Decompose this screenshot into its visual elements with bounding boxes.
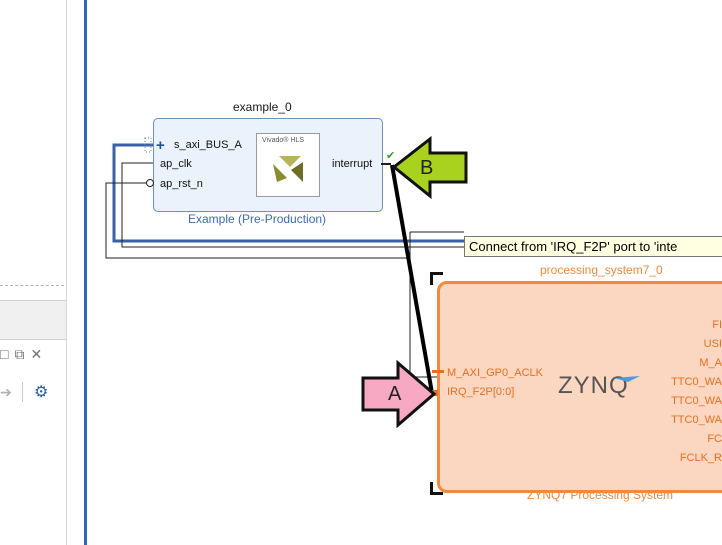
zynq-swoosh-icon — [614, 376, 640, 382]
port-right[interactable]: FC — [707, 433, 722, 445]
block-title: example_0 — [233, 100, 292, 114]
left-panel — [0, 0, 67, 545]
clk-wire — [121, 162, 464, 248]
port-right[interactable]: USI — [703, 338, 722, 350]
interrupt-pin[interactable] — [381, 163, 391, 165]
port-right[interactable]: TTC0_WA — [671, 414, 722, 426]
logo-text: Vivado® HLS — [262, 137, 304, 144]
panel-header-bar — [0, 300, 66, 340]
port-ap-rst-n[interactable]: ap_rst_n — [160, 178, 203, 190]
panel-window-controls: □ ⧉ ✕ — [0, 346, 48, 363]
arrow-b — [391, 136, 468, 200]
ps7-block[interactable] — [437, 281, 722, 493]
canvas-left-border — [84, 0, 87, 545]
interrupt-connection — [390, 164, 434, 394]
close-icon[interactable]: ✕ — [30, 346, 43, 362]
toolbar-separator — [22, 382, 23, 402]
port-right[interactable]: TTC0_WA — [671, 376, 722, 388]
forward-arrow-icon[interactable]: ➔ — [0, 384, 12, 400]
gear-icon[interactable]: ⚙ — [34, 384, 49, 401]
port-right[interactable]: FI — [712, 319, 722, 331]
hls-logo — [256, 133, 320, 197]
selection-corner-tl — [430, 272, 443, 285]
check-icon: ✔ — [386, 150, 396, 162]
port-s-axi-bus-a[interactable]: s_axi_BUS_A — [174, 139, 242, 151]
selection-corner-bl — [430, 482, 443, 495]
port-irq-f2p[interactable]: IRQ_F2P[0:0] — [447, 386, 515, 398]
arrow-a — [361, 360, 437, 428]
port-ap-clk[interactable]: ap_clk — [160, 158, 192, 170]
port-right[interactable]: FCLK_R — [679, 452, 722, 464]
port-interrupt[interactable]: interrupt — [332, 158, 373, 170]
panel-toolbar: ➔ ⚙ — [0, 378, 64, 408]
bus-wire — [112, 143, 464, 243]
arrow-b-label: B — [420, 157, 434, 179]
invert-bubble-icon — [146, 179, 154, 187]
connection-tooltip: Connect from 'IRQ_F2P' port to 'inte — [464, 236, 722, 257]
port-right[interactable]: M_A — [699, 357, 722, 369]
restore-icon[interactable]: □ — [0, 346, 9, 362]
pin-aclk[interactable] — [432, 370, 444, 373]
float-icon[interactable]: ⧉ — [14, 346, 25, 362]
ps7-subtitle: ZYNQ7 Processing System — [527, 488, 674, 502]
ps7-title: processing_system7_0 — [540, 263, 663, 277]
expand-plus-icon[interactable]: + — [156, 137, 165, 154]
port-m-axi-gp0-aclk[interactable]: M_AXI_GP0_ACLK — [447, 367, 543, 379]
zynq-logo: ZYNQ — [558, 372, 629, 399]
port-right[interactable]: TTC0_WA — [671, 395, 722, 407]
block-subtitle: Example (Pre-Production) — [188, 212, 327, 226]
ps7-right-ports: FI USI M_A TTC0_WA TTC0_WA TTC0_WA FC FC… — [600, 316, 722, 476]
arrow-a-label: A — [388, 383, 402, 405]
bus-bracket — [144, 137, 152, 153]
panel-divider — [0, 285, 64, 286]
